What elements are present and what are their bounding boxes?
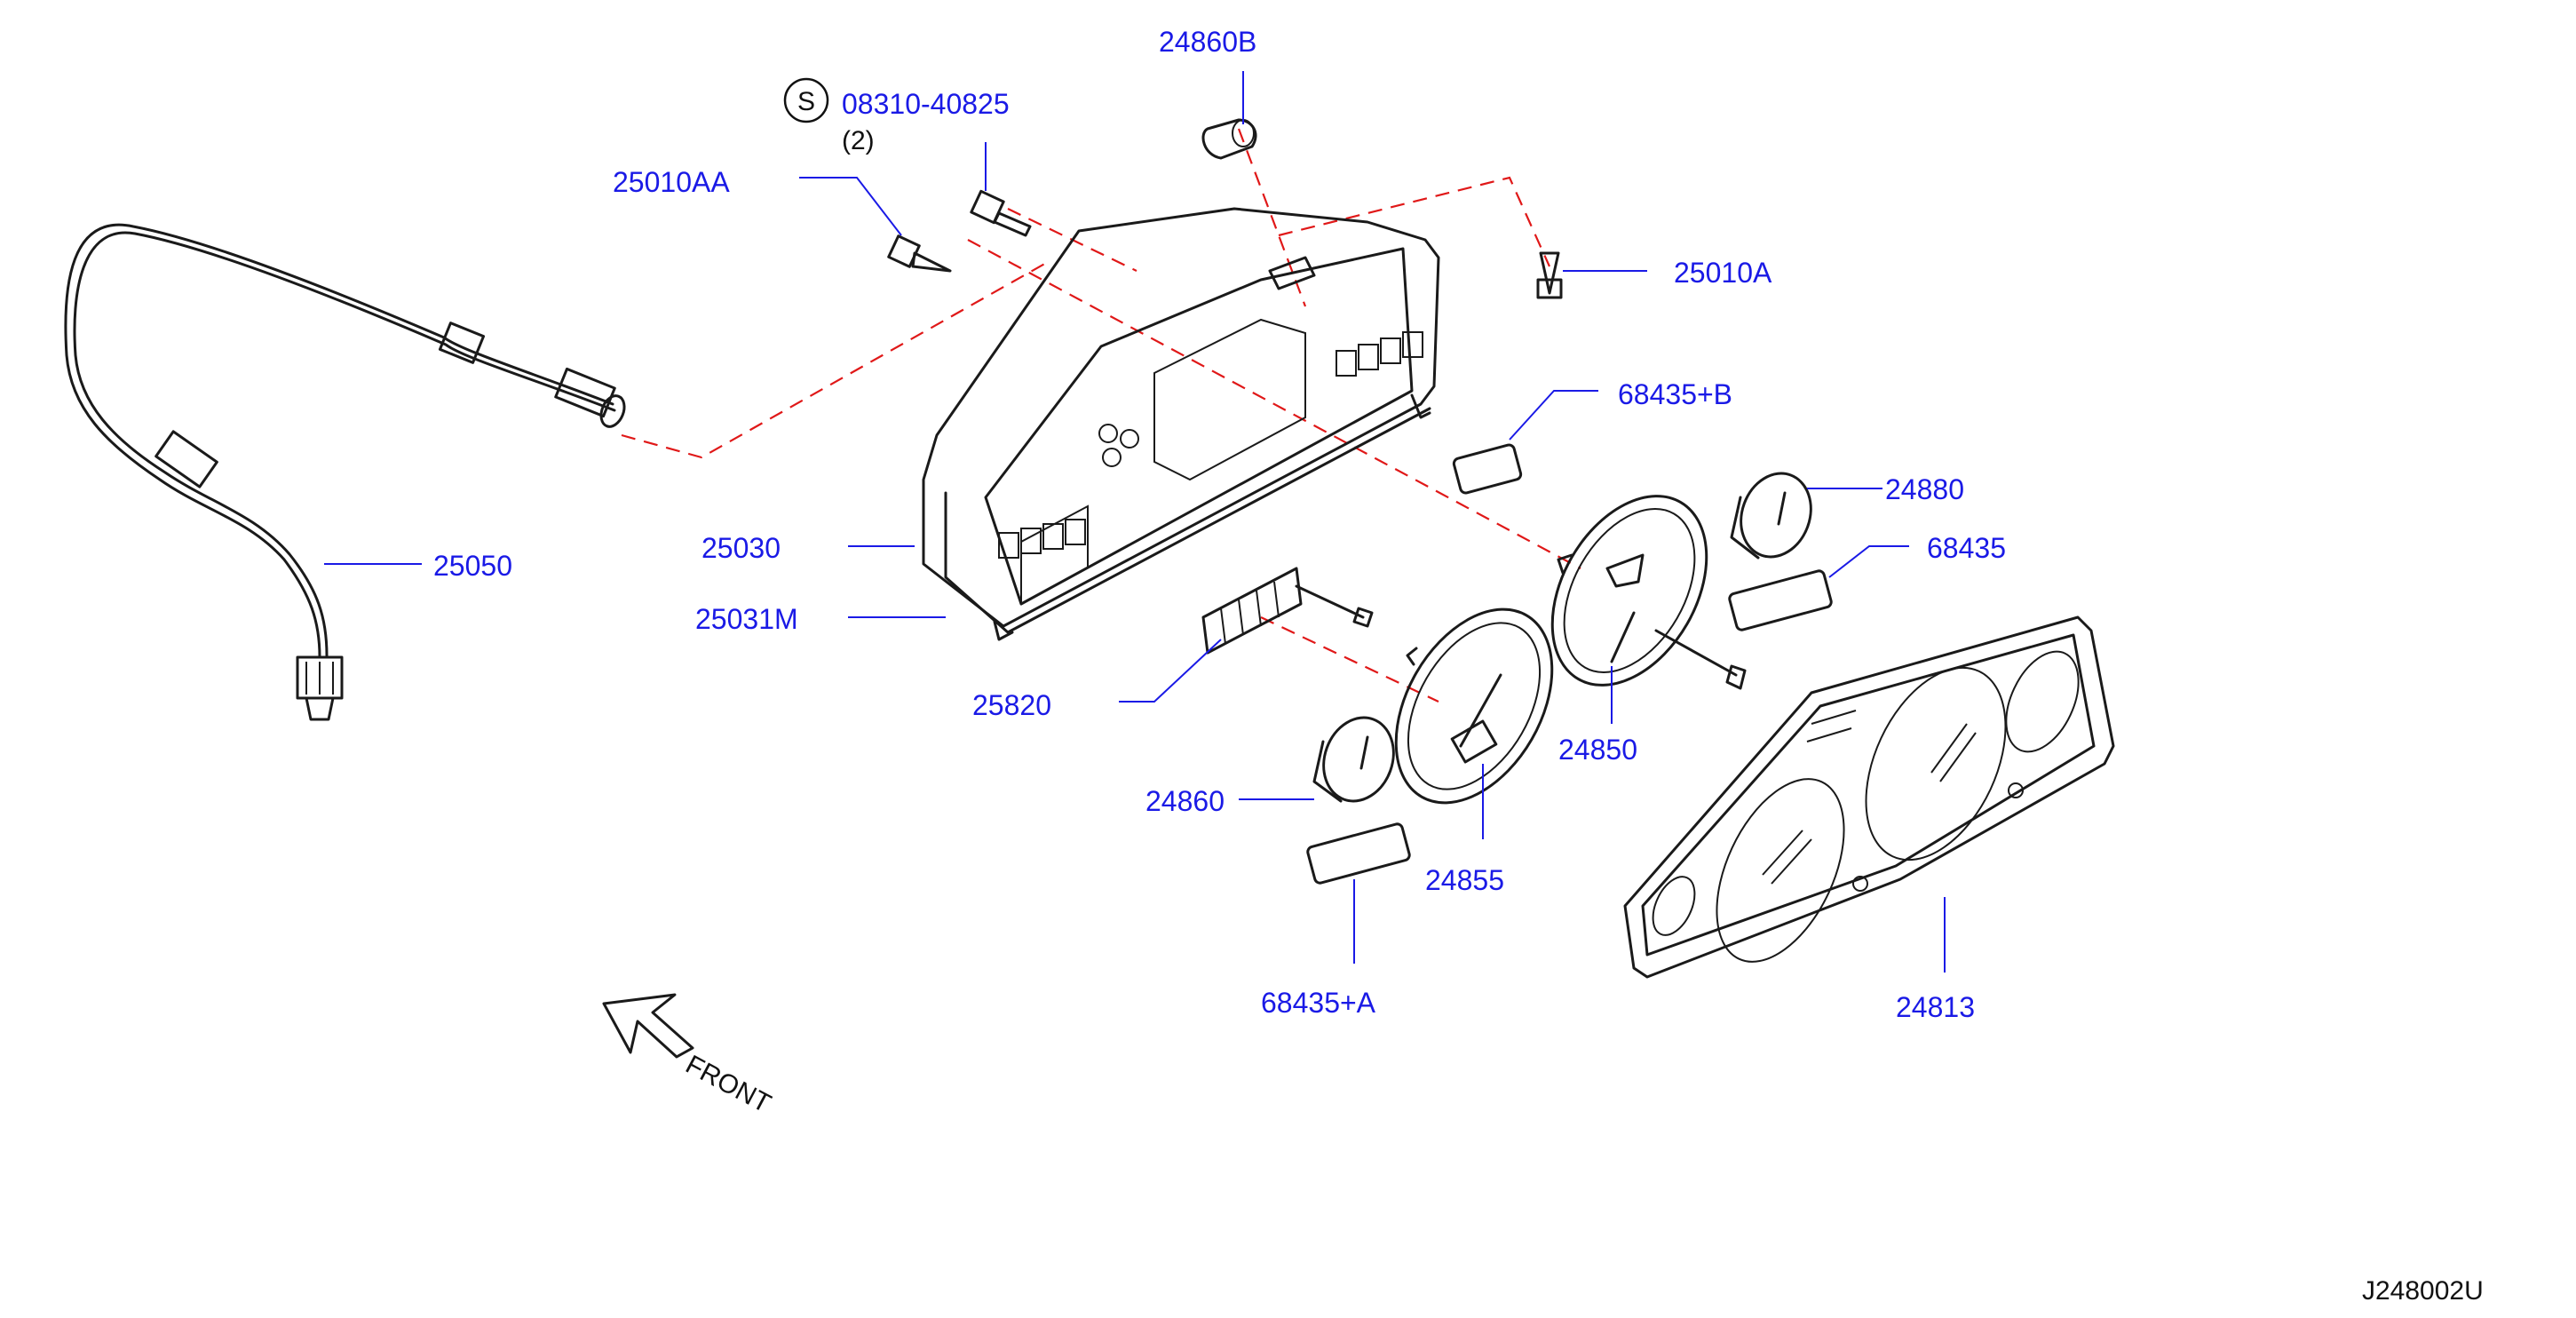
front-label: FRONT bbox=[681, 1050, 776, 1119]
screw-25010AA bbox=[887, 234, 952, 273]
label-24880: 24880 bbox=[1885, 473, 1964, 505]
gauge-24855 bbox=[1394, 607, 1554, 805]
label-08310-40825: 08310-40825 bbox=[842, 88, 1010, 120]
label-25031M: 25031M bbox=[695, 603, 798, 635]
leader-lines bbox=[324, 71, 1946, 973]
tag-68435 bbox=[1728, 569, 1833, 631]
screw-symbol: S bbox=[783, 77, 829, 123]
screw-08310-40825 bbox=[970, 189, 1032, 237]
meter-lens-24813 bbox=[1623, 615, 2115, 979]
illumination-25820 bbox=[1201, 567, 1374, 655]
meter-housing bbox=[922, 207, 1440, 641]
label-25010AA: 25010AA bbox=[613, 166, 730, 198]
gauge-24860 bbox=[1312, 716, 1395, 803]
tag-68435-B bbox=[1452, 443, 1523, 495]
label-24860B: 24860B bbox=[1159, 26, 1256, 58]
label-25030: 25030 bbox=[701, 532, 781, 564]
label-68435: 68435 bbox=[1927, 532, 2006, 564]
screw-symbol-letter: S bbox=[797, 87, 815, 116]
gauges bbox=[1201, 472, 1812, 805]
tag-68435-A bbox=[1306, 822, 1411, 885]
label-25820: 25820 bbox=[972, 689, 1051, 721]
cable-sleeve bbox=[155, 430, 218, 488]
gauge-24850 bbox=[1550, 495, 1747, 690]
speedometer-cable bbox=[64, 223, 626, 721]
label-tags bbox=[1306, 443, 1833, 885]
front-arrow: FRONT bbox=[602, 993, 776, 1119]
cable-end-fitting bbox=[554, 367, 616, 418]
label-24850: 24850 bbox=[1558, 734, 1637, 766]
label-qty-2: (2) bbox=[842, 126, 875, 155]
label-24855: 24855 bbox=[1425, 864, 1504, 896]
fasteners bbox=[887, 118, 1563, 299]
label-25010A: 25010A bbox=[1674, 257, 1772, 289]
gauge-24880 bbox=[1730, 472, 1812, 560]
label-25050: 25050 bbox=[433, 550, 512, 582]
label-24860: 24860 bbox=[1145, 785, 1225, 817]
label-68435-B: 68435+B bbox=[1618, 378, 1732, 410]
cable-lower-nut bbox=[296, 655, 344, 700]
cable-grommet bbox=[438, 322, 486, 364]
part-labels: 24860B 08310-40825 (2) 25010AA 25010A 68… bbox=[433, 26, 2006, 1023]
label-68435-A: 68435+A bbox=[1261, 987, 1376, 1019]
screw-25010A bbox=[1536, 251, 1563, 299]
drawing-number: J248002U bbox=[2362, 1276, 2484, 1306]
label-24813: 24813 bbox=[1896, 991, 1975, 1023]
